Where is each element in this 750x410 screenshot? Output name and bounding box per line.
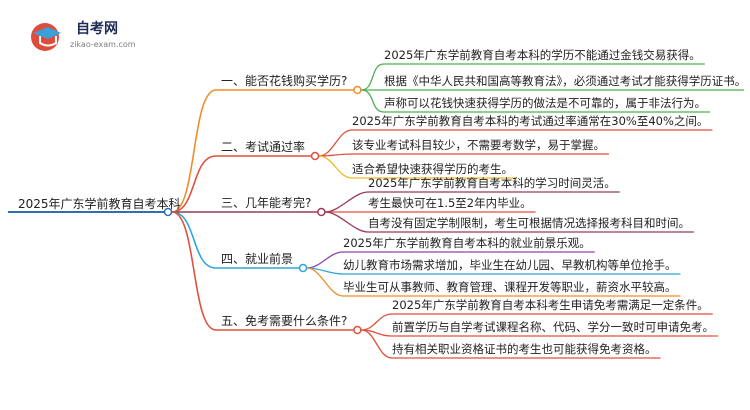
branch-connector-5 xyxy=(171,211,217,331)
leaf-text-1-2[interactable]: 根据《中华人民共和国高等教育法》，必须通过考试才能获得学历证书。 xyxy=(384,74,746,88)
leaf-text-2-3[interactable]: 适合希望快速获得学历的考生。 xyxy=(352,162,513,176)
leaf-text-3-1[interactable]: 2025年广东学前教育自考本科的学习时间灵活。 xyxy=(368,176,616,190)
branch-connector-4 xyxy=(171,211,217,269)
site-logo[interactable]: 自考网 zikao-exam.com xyxy=(31,20,136,51)
branch-connector-2 xyxy=(171,155,217,213)
branch-label-2[interactable]: 二、考试通过率 xyxy=(221,139,305,154)
mindmap-nodes: 2025年广东学前教育自考本科 一、能否花钱购买学历? 2025年广东学前教育自考本… xyxy=(18,48,746,356)
leaf-text-1-1[interactable]: 2025年广东学前教育自考本科的学历不能通过金钱交易获得。 xyxy=(384,48,701,62)
branch-collapse-toggle-2[interactable] xyxy=(310,151,320,161)
mindmap-edges xyxy=(8,63,744,359)
leaf-text-1-3[interactable]: 声称可以花钱快速获得学历的做法是不可靠的，属于非法行为。 xyxy=(384,96,706,110)
branch-label-4[interactable]: 四、就业前景 xyxy=(221,251,293,266)
root-topic[interactable]: 2025年广东学前教育自考本科 xyxy=(18,196,181,211)
root-collapse-toggle[interactable] xyxy=(163,207,173,217)
leaf-connector-1-3 xyxy=(361,89,385,113)
leaf-text-4-2[interactable]: 幼儿教育市场需求增加，毕业生在幼儿园、早教机构等单位抢手。 xyxy=(343,258,677,272)
leaf-connector-5-1 xyxy=(361,313,393,331)
leaf-connector-3-1 xyxy=(325,191,369,213)
leaf-text-4-1[interactable]: 2025年广东学前教育自考本科的就业前景乐观。 xyxy=(343,236,591,250)
leaf-connector-2-3 xyxy=(318,155,353,179)
leaf-text-2-1[interactable]: 2025年广东学前教育自考本科的考试通过率通常在30%至40%之间。 xyxy=(352,114,708,128)
leaf-text-3-3[interactable]: 自考没有固定学制限制，考生可根据情况选择报考科目和时间。 xyxy=(368,216,690,230)
logo-title: 自考网 xyxy=(76,20,118,37)
branch-label-5[interactable]: 五、免考需要什么条件? xyxy=(221,313,347,328)
branch-collapse-toggle-3[interactable] xyxy=(317,207,326,217)
leaf-text-5-3[interactable]: 持有相关职业资格证书的考生也可能获得免考资格。 xyxy=(392,342,657,356)
leaf-connector-5-3 xyxy=(361,329,393,359)
leaf-text-3-2[interactable]: 考生最快可在1.5至2年内毕业。 xyxy=(368,196,532,210)
leaf-connector-4-3 xyxy=(306,267,344,297)
leaf-text-5-1[interactable]: 2025年广东学前教育自考本科考生申请免考需满足一定条件。 xyxy=(392,298,709,312)
leaf-text-5-2[interactable]: 前置学历与自学考试课程名称、代码、学分一致时可申请免考。 xyxy=(392,320,714,334)
leaf-connector-4-1 xyxy=(306,251,344,269)
leaf-text-4-3[interactable]: 毕业生可从事教师、教育管理、课程开发等职业，薪资水平较高。 xyxy=(343,280,677,294)
branch-collapse-toggle-4[interactable] xyxy=(298,263,308,273)
branch-label-1[interactable]: 一、能否花钱购买学历? xyxy=(221,73,347,88)
branch-collapse-toggle-1[interactable] xyxy=(353,85,362,95)
graduation-cap-icon xyxy=(31,23,61,51)
branch-connector-1 xyxy=(171,89,217,213)
leaf-connector-2-1 xyxy=(318,129,353,157)
branch-label-3[interactable]: 三、几年能考完? xyxy=(221,195,311,210)
logo-subtitle: zikao-exam.com xyxy=(70,40,136,49)
leaf-connector-1-1 xyxy=(361,63,385,91)
leaf-text-2-2[interactable]: 该专业考试科目较少，不需要考数学，易于掌握。 xyxy=(352,138,605,152)
leaf-connector-3-3 xyxy=(325,211,369,233)
branch-collapse-toggle-5[interactable] xyxy=(353,325,362,335)
